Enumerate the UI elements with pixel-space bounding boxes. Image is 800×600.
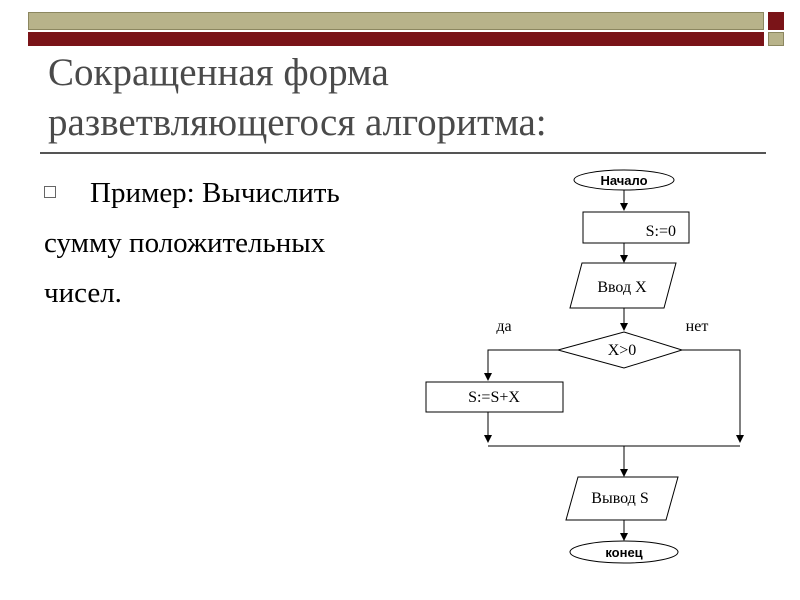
example-line2: сумму положительных xyxy=(44,227,326,259)
slide-title-line1: Сокращенная форма xyxy=(48,51,389,94)
start-label: Начало xyxy=(600,173,647,188)
connector-cond-no xyxy=(682,349,744,443)
slide-title-line2: разветвляющегося алгоритма: xyxy=(48,101,547,144)
init-process-label: S:=0 xyxy=(646,223,676,240)
example-line3: чисел. xyxy=(44,277,122,309)
branch-yes-label: да xyxy=(496,318,511,335)
header-square-olive xyxy=(768,32,784,46)
sum-process-box xyxy=(425,381,564,413)
example-line1: Пример: Вычислить xyxy=(90,177,340,209)
example-text: Пример: Вычислить сумму положительных чи… xyxy=(44,168,414,318)
header-bar-red xyxy=(28,32,764,46)
input-io-shape xyxy=(569,262,677,309)
output-io-shape xyxy=(565,476,679,521)
branch-no-label: нет xyxy=(686,318,709,335)
start-terminator xyxy=(573,169,675,191)
slide-title: Сокращенная форма разветвляющегося алгор… xyxy=(48,48,768,148)
header-bar-olive xyxy=(28,12,764,30)
title-divider xyxy=(40,152,766,154)
end-terminator xyxy=(569,540,679,564)
sum-process-label: S:=S+X xyxy=(468,389,520,406)
init-process-box xyxy=(582,211,690,244)
condition-label: X>0 xyxy=(608,342,637,359)
bullet-square-icon xyxy=(44,186,56,198)
end-label: конец xyxy=(605,545,642,560)
connector-cond-yes xyxy=(484,349,558,381)
output-io-label: Вывод S xyxy=(591,490,648,507)
condition-diamond xyxy=(556,331,684,369)
header-square-red xyxy=(768,12,784,30)
input-io-label: Ввод X xyxy=(597,279,647,296)
